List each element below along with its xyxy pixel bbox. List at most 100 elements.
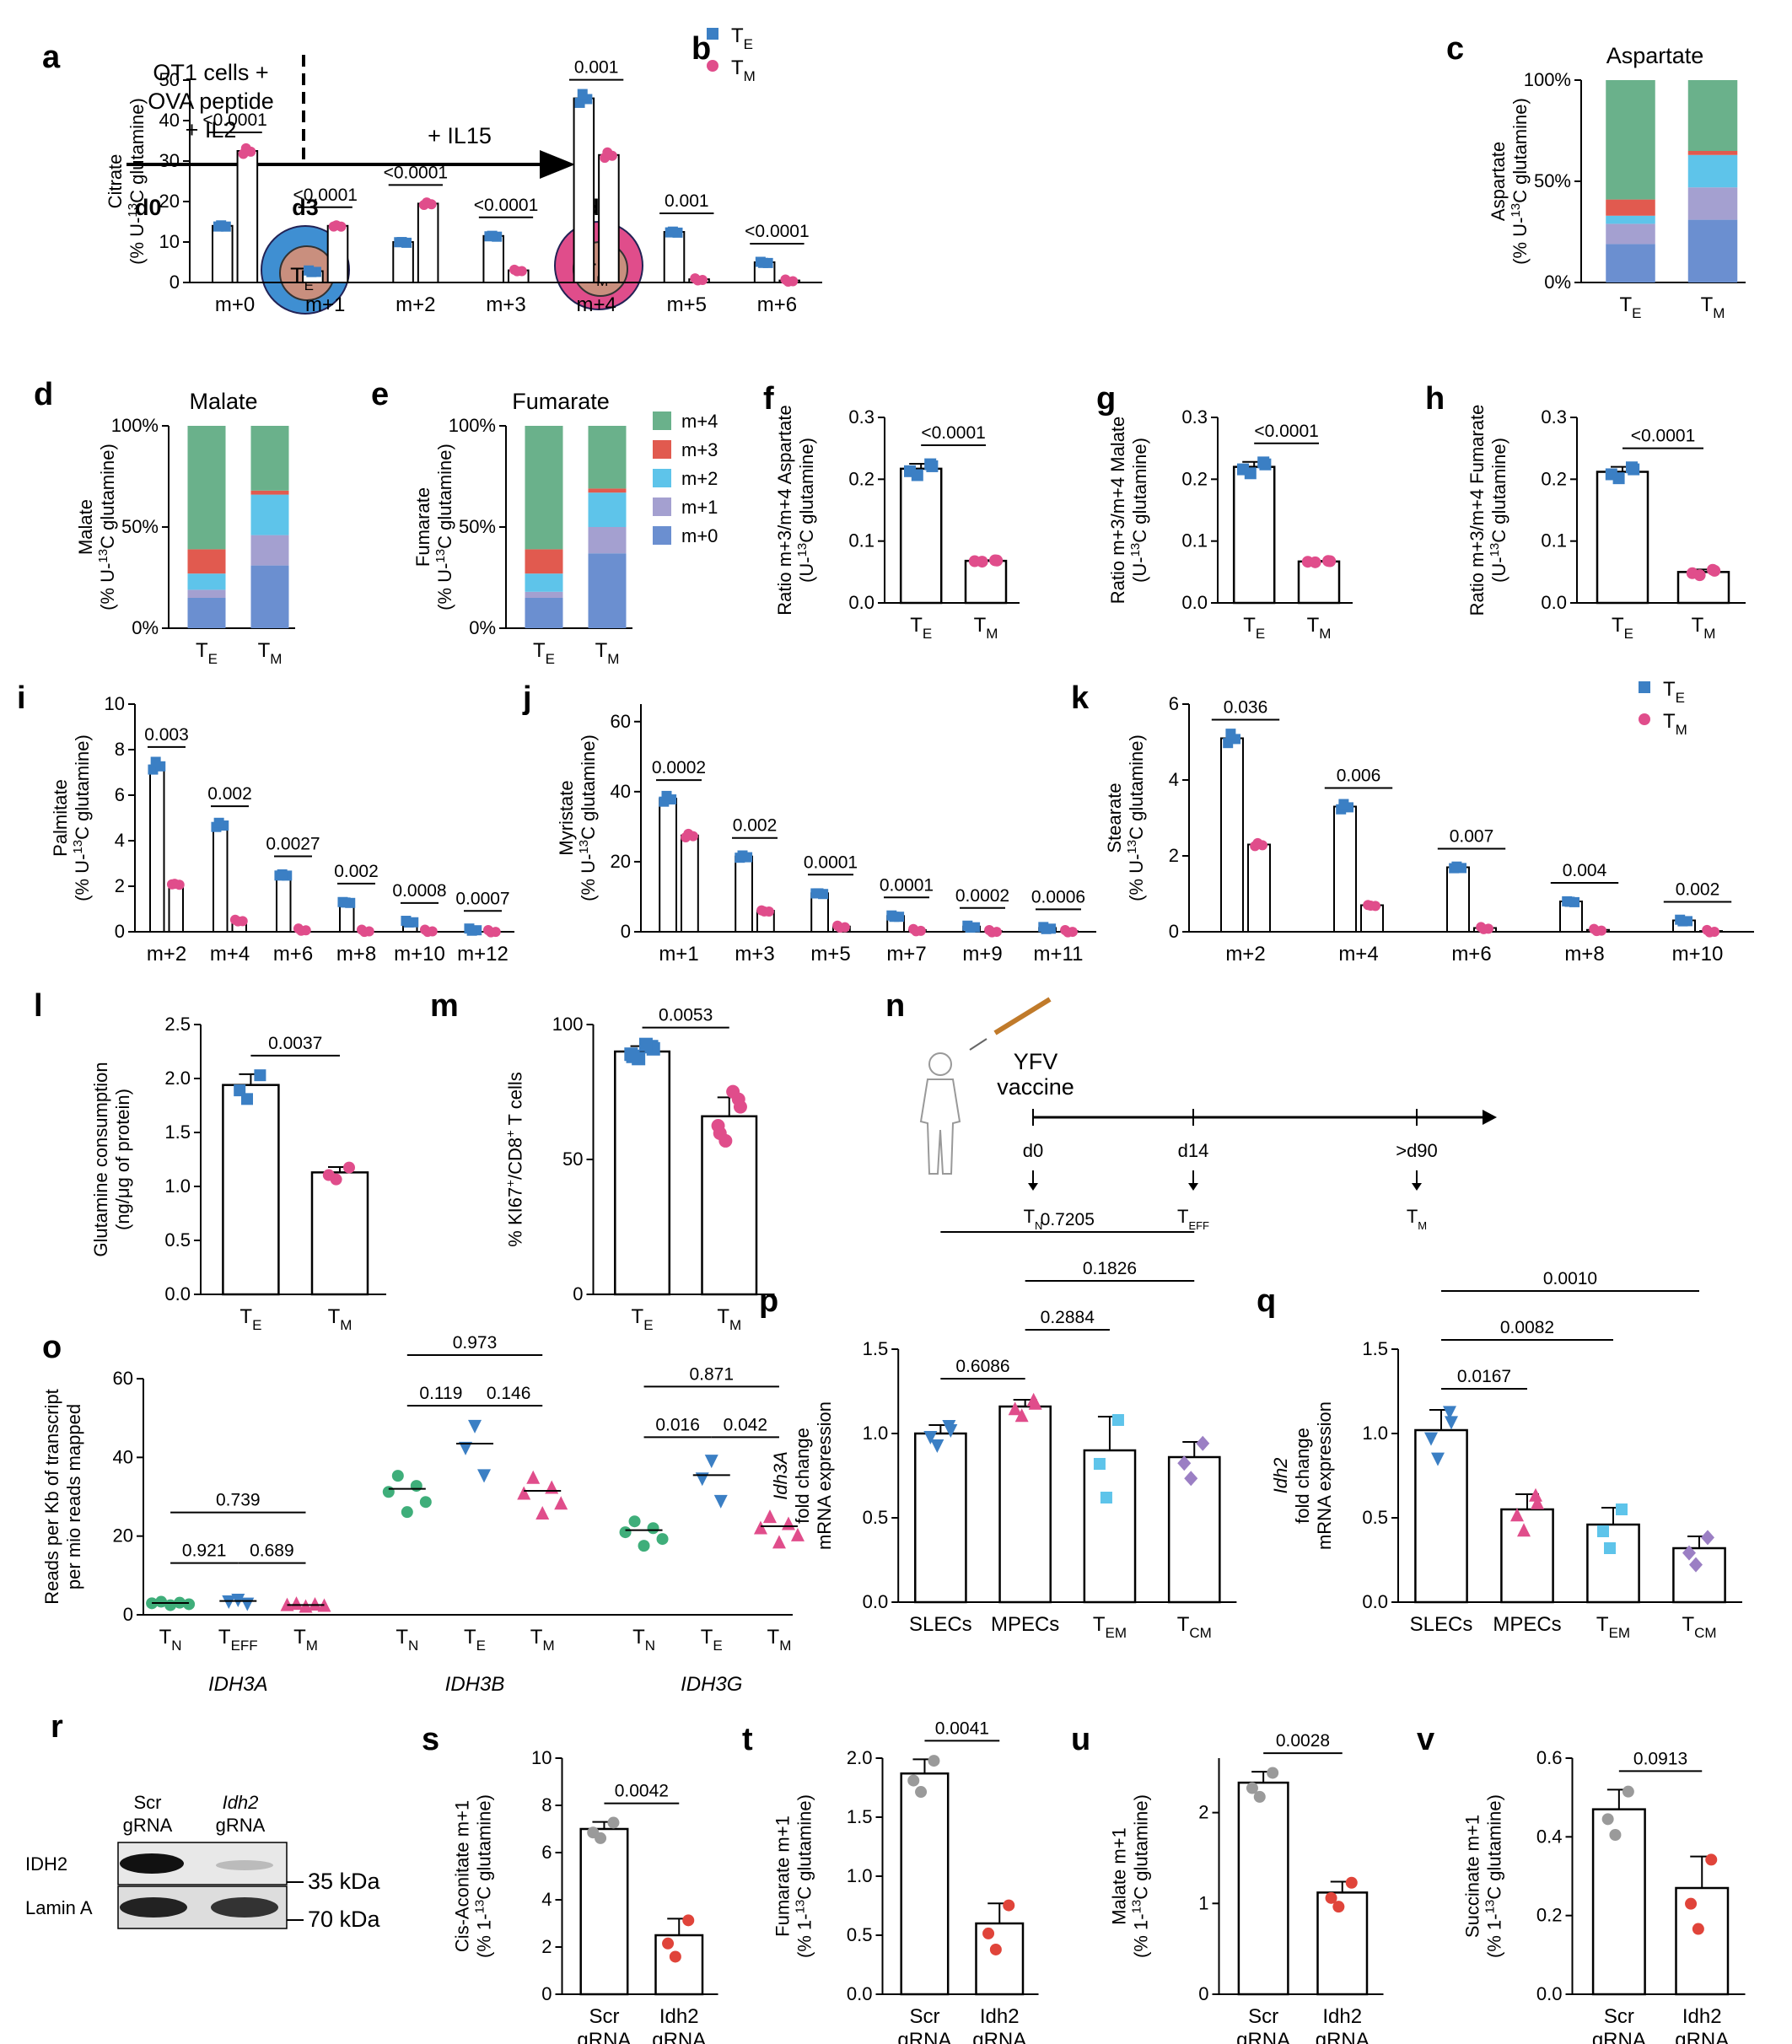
legend-swatch <box>653 526 671 545</box>
p-value: <0.0001 <box>921 423 986 443</box>
y-tick-label: 0.0 <box>1181 592 1208 613</box>
bar <box>1297 560 1341 605</box>
x-tick-label: TE <box>1619 293 1641 321</box>
bar <box>1083 1449 1137 1604</box>
data-point <box>403 917 414 928</box>
data-point <box>545 1480 559 1494</box>
data-point <box>477 1469 492 1483</box>
x-tick-label: TM <box>974 614 998 642</box>
data-point <box>619 1526 632 1539</box>
data-point <box>1597 1525 1609 1537</box>
y-axis-label: % KI67+/CD8+ T cells <box>504 1072 526 1246</box>
bar <box>1596 471 1649 605</box>
x-tick-label: TM <box>767 1626 792 1654</box>
x-tick-label: MPECs <box>1493 1613 1561 1636</box>
panel-label: j <box>522 680 532 716</box>
x-tick-label: m+6 <box>273 943 313 966</box>
x-tick-label: m+8 <box>336 943 376 966</box>
y-axis-label: (U-13C glutamine) <box>1128 438 1150 583</box>
p-value: 0.0010 <box>1543 1269 1597 1288</box>
panel-label: h <box>1425 381 1445 417</box>
protocol-text: + IL15 <box>428 123 492 148</box>
p-value: 0.002 <box>733 816 778 836</box>
p-value: 0.0002 <box>955 886 1009 906</box>
legend-swatch <box>653 469 671 487</box>
bar <box>1220 737 1244 933</box>
data-point <box>213 817 224 828</box>
p-value: 0.0041 <box>935 1719 989 1738</box>
data-point <box>1517 1523 1531 1537</box>
data-point <box>1365 901 1376 912</box>
data-point <box>628 1515 641 1528</box>
p-value: <0.0001 <box>202 110 267 130</box>
bar <box>579 1827 629 1996</box>
data-point <box>602 147 613 158</box>
y-tick-label: 1.5 <box>164 1122 191 1143</box>
bar <box>659 798 678 933</box>
panel-label: u <box>1071 1722 1090 1757</box>
stack-segment <box>1606 199 1655 216</box>
stack-segment <box>1687 219 1738 282</box>
y-tick-label: 0% <box>469 617 496 638</box>
x-tick-label: m+0 <box>215 293 255 316</box>
y-tick-label: 1.0 <box>847 1865 873 1886</box>
bar <box>212 224 234 283</box>
y-tick-label: 4 <box>1169 769 1179 790</box>
p-value: 0.002 <box>1676 880 1720 900</box>
x-tick-label: m+2 <box>396 293 435 316</box>
data-point <box>1008 1401 1022 1416</box>
data-point <box>340 897 351 908</box>
data-point <box>512 266 523 277</box>
data-point <box>1225 729 1236 740</box>
data-point <box>170 879 180 890</box>
y-tick-label: 0.0 <box>863 1591 889 1612</box>
y-tick-label: 0.3 <box>1541 406 1567 428</box>
y-tick-label: 0.5 <box>1362 1507 1388 1528</box>
y-tick-label: 1.0 <box>1362 1423 1388 1444</box>
vaccine-label: vaccine <box>997 1074 1074 1100</box>
y-tick-label: 0 <box>170 272 180 293</box>
data-point <box>466 925 477 936</box>
bar <box>1672 1546 1726 1604</box>
data-point <box>733 1100 747 1114</box>
data-point <box>1510 1508 1524 1522</box>
bar <box>681 834 699 933</box>
data-point <box>915 1786 928 1799</box>
y-tick-label: 0.0 <box>847 1983 873 2004</box>
data-point <box>923 1431 938 1444</box>
y-tick-label: 0.3 <box>1181 406 1208 428</box>
bar <box>213 824 229 933</box>
panel-label: v <box>1417 1722 1434 1757</box>
p-value: <0.0001 <box>1631 427 1696 446</box>
p-value: 0.0028 <box>1276 1731 1330 1751</box>
x-tick-label: Scr <box>1604 2005 1634 2028</box>
vaccine-label: YFV <box>1014 1049 1058 1074</box>
bar <box>1333 805 1357 933</box>
p-value: 0.007 <box>1450 827 1494 847</box>
y-tick-label: 40 <box>611 781 631 802</box>
y-tick-label: 20 <box>611 851 631 872</box>
data-point <box>930 1439 944 1453</box>
data-point <box>1253 1790 1266 1803</box>
data-point <box>1424 1432 1438 1446</box>
y-axis-label: Stearate <box>1104 783 1125 853</box>
stack-segment <box>187 573 226 590</box>
x-tick-label: m+1 <box>305 293 345 316</box>
group-label: IDH3B <box>445 1673 505 1696</box>
data-point <box>656 1533 669 1546</box>
stack-segment <box>588 492 627 527</box>
data-point <box>1529 1487 1542 1502</box>
p-value: 0.7205 <box>1041 1210 1095 1229</box>
bar <box>900 1772 950 1996</box>
data-point <box>517 1486 531 1500</box>
p-value: 0.0037 <box>268 1034 322 1053</box>
data-point <box>422 927 433 938</box>
x-tick-label: TN <box>159 1626 182 1654</box>
data-point <box>419 1496 432 1509</box>
bar <box>914 1432 967 1604</box>
y-tick-label: 10 <box>159 231 180 252</box>
